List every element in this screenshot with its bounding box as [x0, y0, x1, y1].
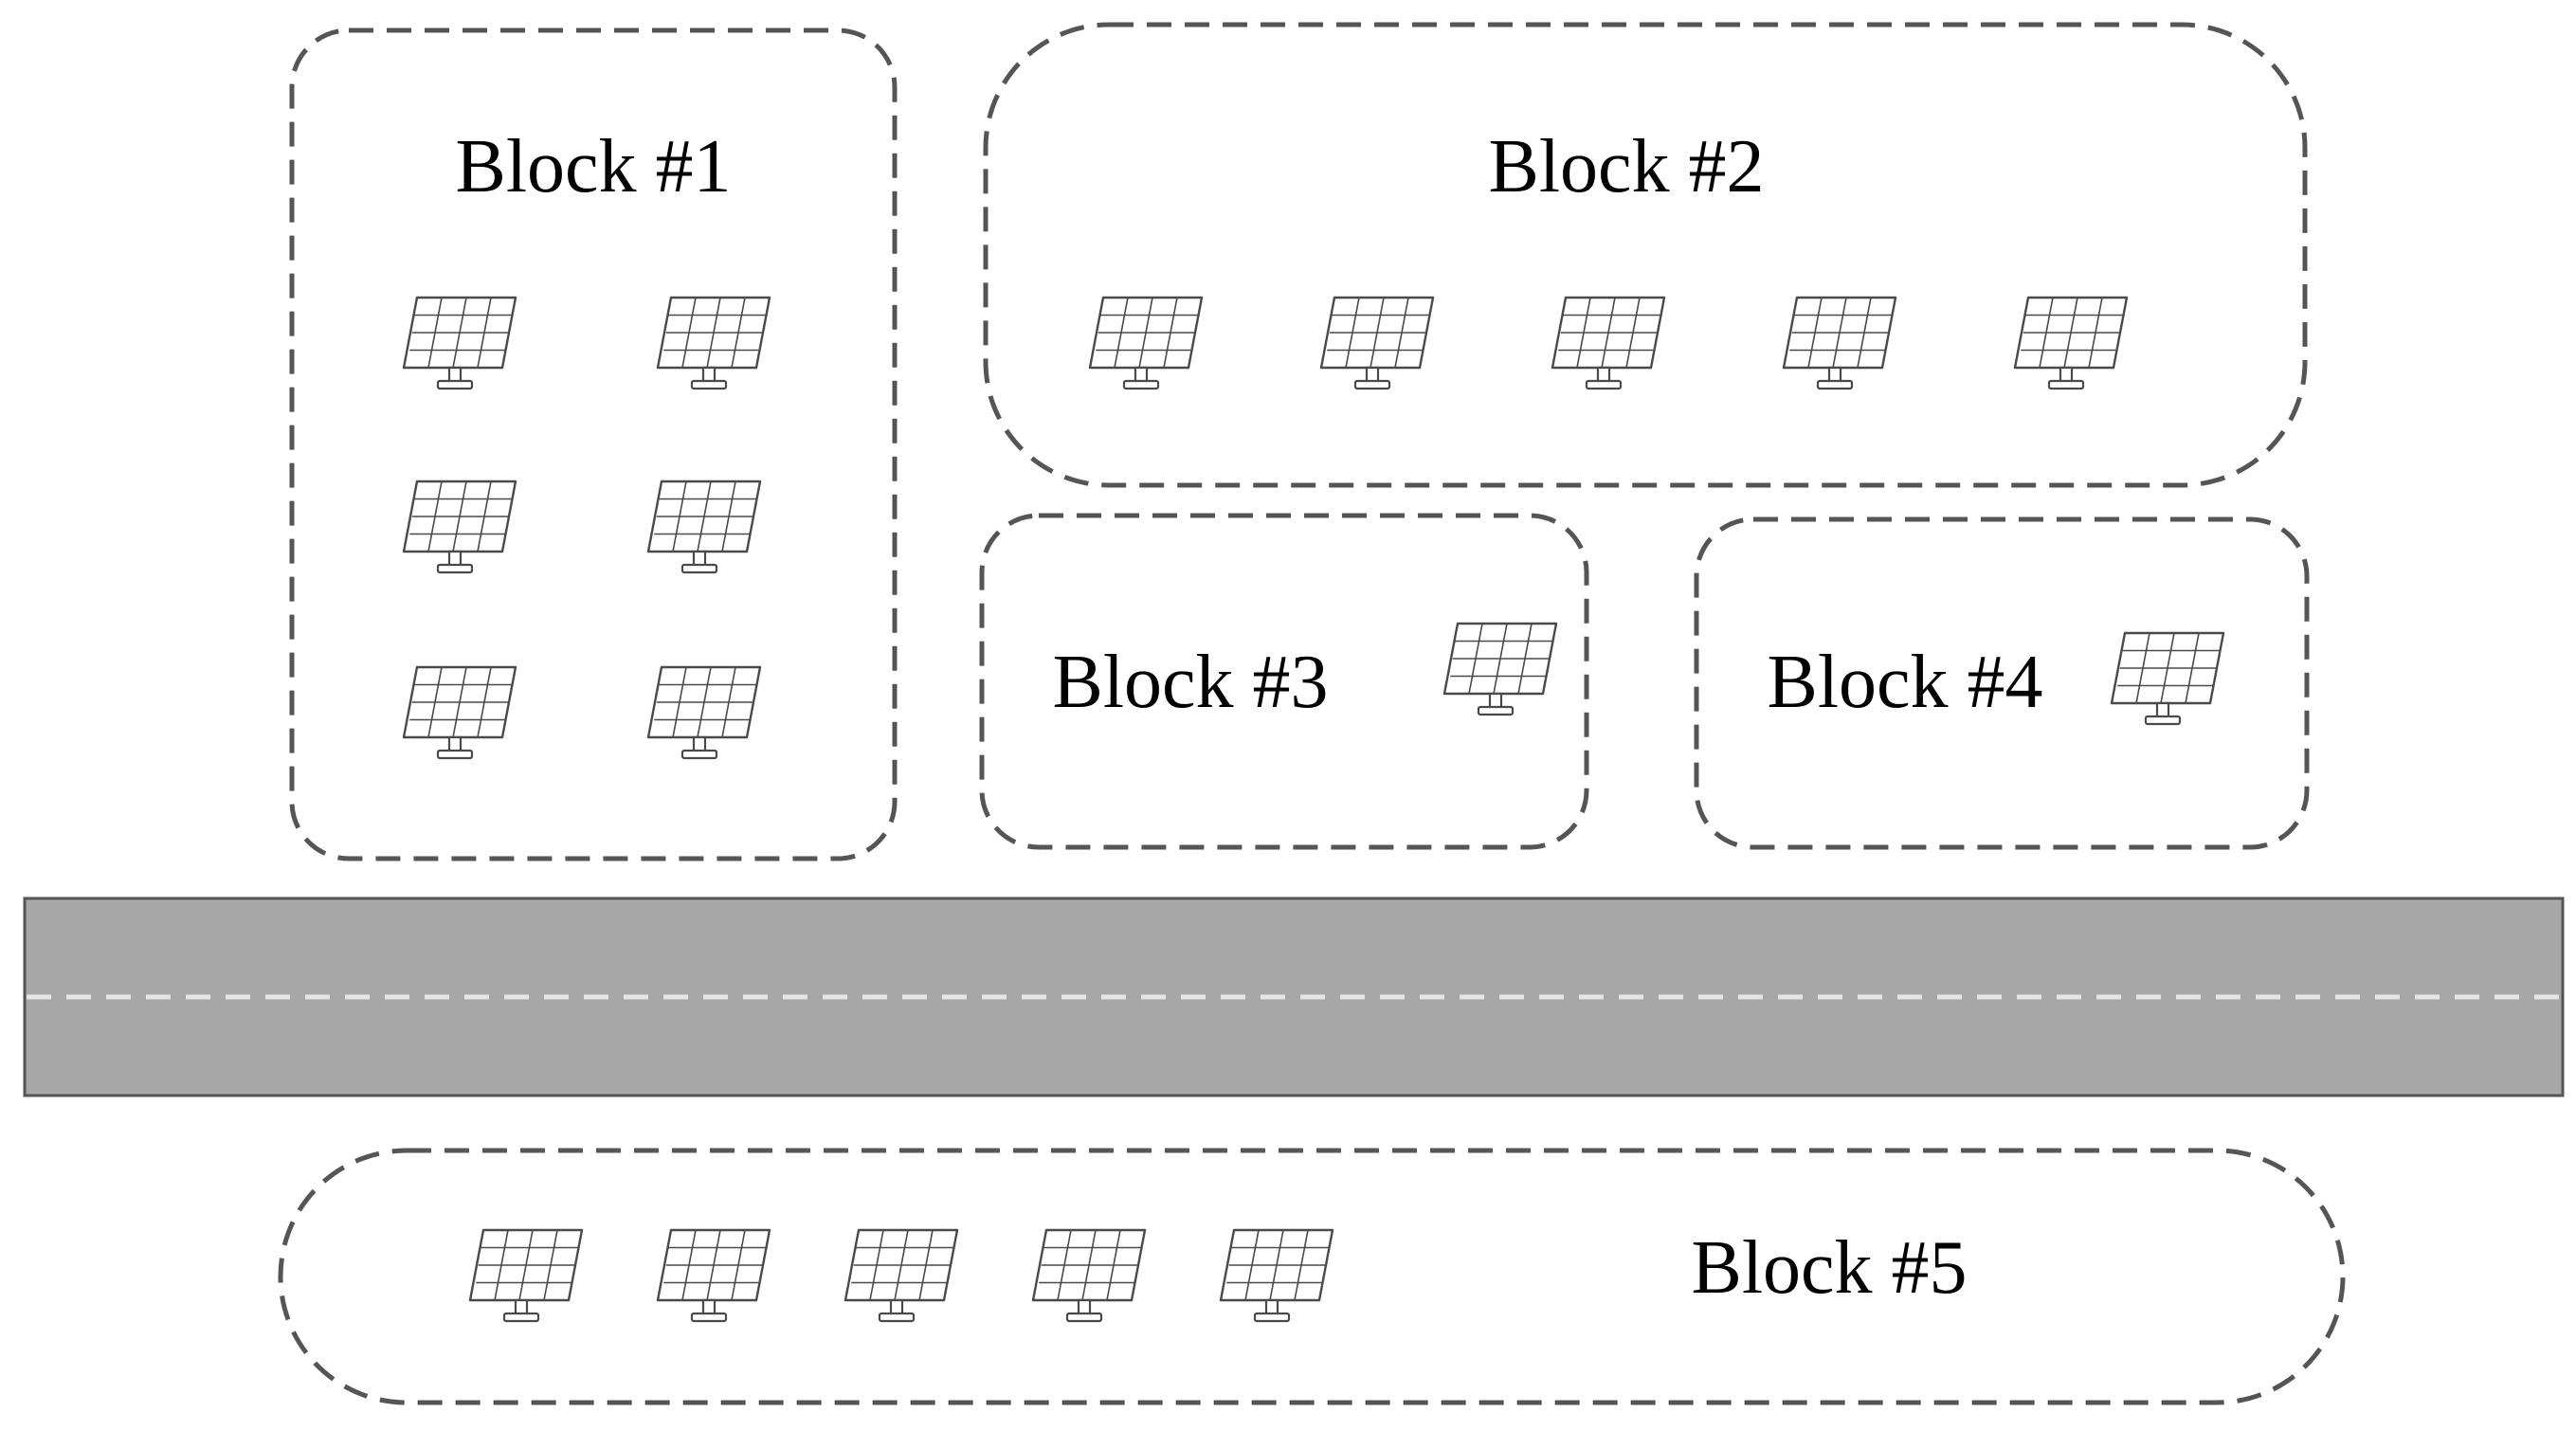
block-1-label: Block #1: [455, 125, 731, 208]
solar-panel-icon: [646, 665, 762, 760]
block-5-boundary: [278, 1148, 2346, 1405]
block-2-panels: [1088, 296, 2129, 390]
block-3-boundary: [979, 513, 1589, 850]
solar-panel-icon: [1031, 1228, 1147, 1323]
road: [23, 897, 2565, 1097]
solar-panel-icon: [2013, 296, 2129, 390]
block-5: Block #5: [278, 1148, 2346, 1405]
block-2-boundary: [983, 22, 2308, 488]
solar-panel-icon: [468, 1228, 584, 1323]
block-1-panels: [402, 296, 771, 760]
block-3-label: Block #3: [1052, 641, 1328, 724]
block-5-panels: [468, 1228, 1334, 1323]
solar-panel-icon: [1442, 622, 1558, 716]
solar-panel-icon: [402, 665, 517, 760]
block-2-label: Block #2: [1488, 125, 1764, 208]
block-3: Block #3: [979, 513, 1589, 850]
solar-panel-icon: [1551, 296, 1666, 390]
block-5-label: Block #5: [1691, 1226, 1967, 1310]
solar-panel-icon: [1088, 296, 1204, 390]
solar-panel-icon: [2110, 631, 2225, 726]
solar-panel-icon: [656, 296, 771, 390]
solar-panel-icon: [1219, 1228, 1334, 1323]
block-1-boundary: [289, 27, 898, 861]
solar-panel-icon: [656, 1228, 771, 1323]
block-2: Block #2: [983, 22, 2308, 488]
block-1: Block #1: [289, 27, 898, 861]
solar-panel-icon: [844, 1228, 959, 1323]
solar-panel-icon: [646, 480, 762, 574]
solar-panel-icon: [402, 296, 517, 390]
solar-panel-icon: [402, 480, 517, 574]
solar-panel-icon: [1782, 296, 1897, 390]
block-4: Block #4: [1694, 516, 2310, 850]
block-4-label: Block #4: [1767, 641, 2042, 724]
block-4-boundary: [1694, 516, 2310, 850]
solar-panel-icon: [1319, 296, 1435, 390]
